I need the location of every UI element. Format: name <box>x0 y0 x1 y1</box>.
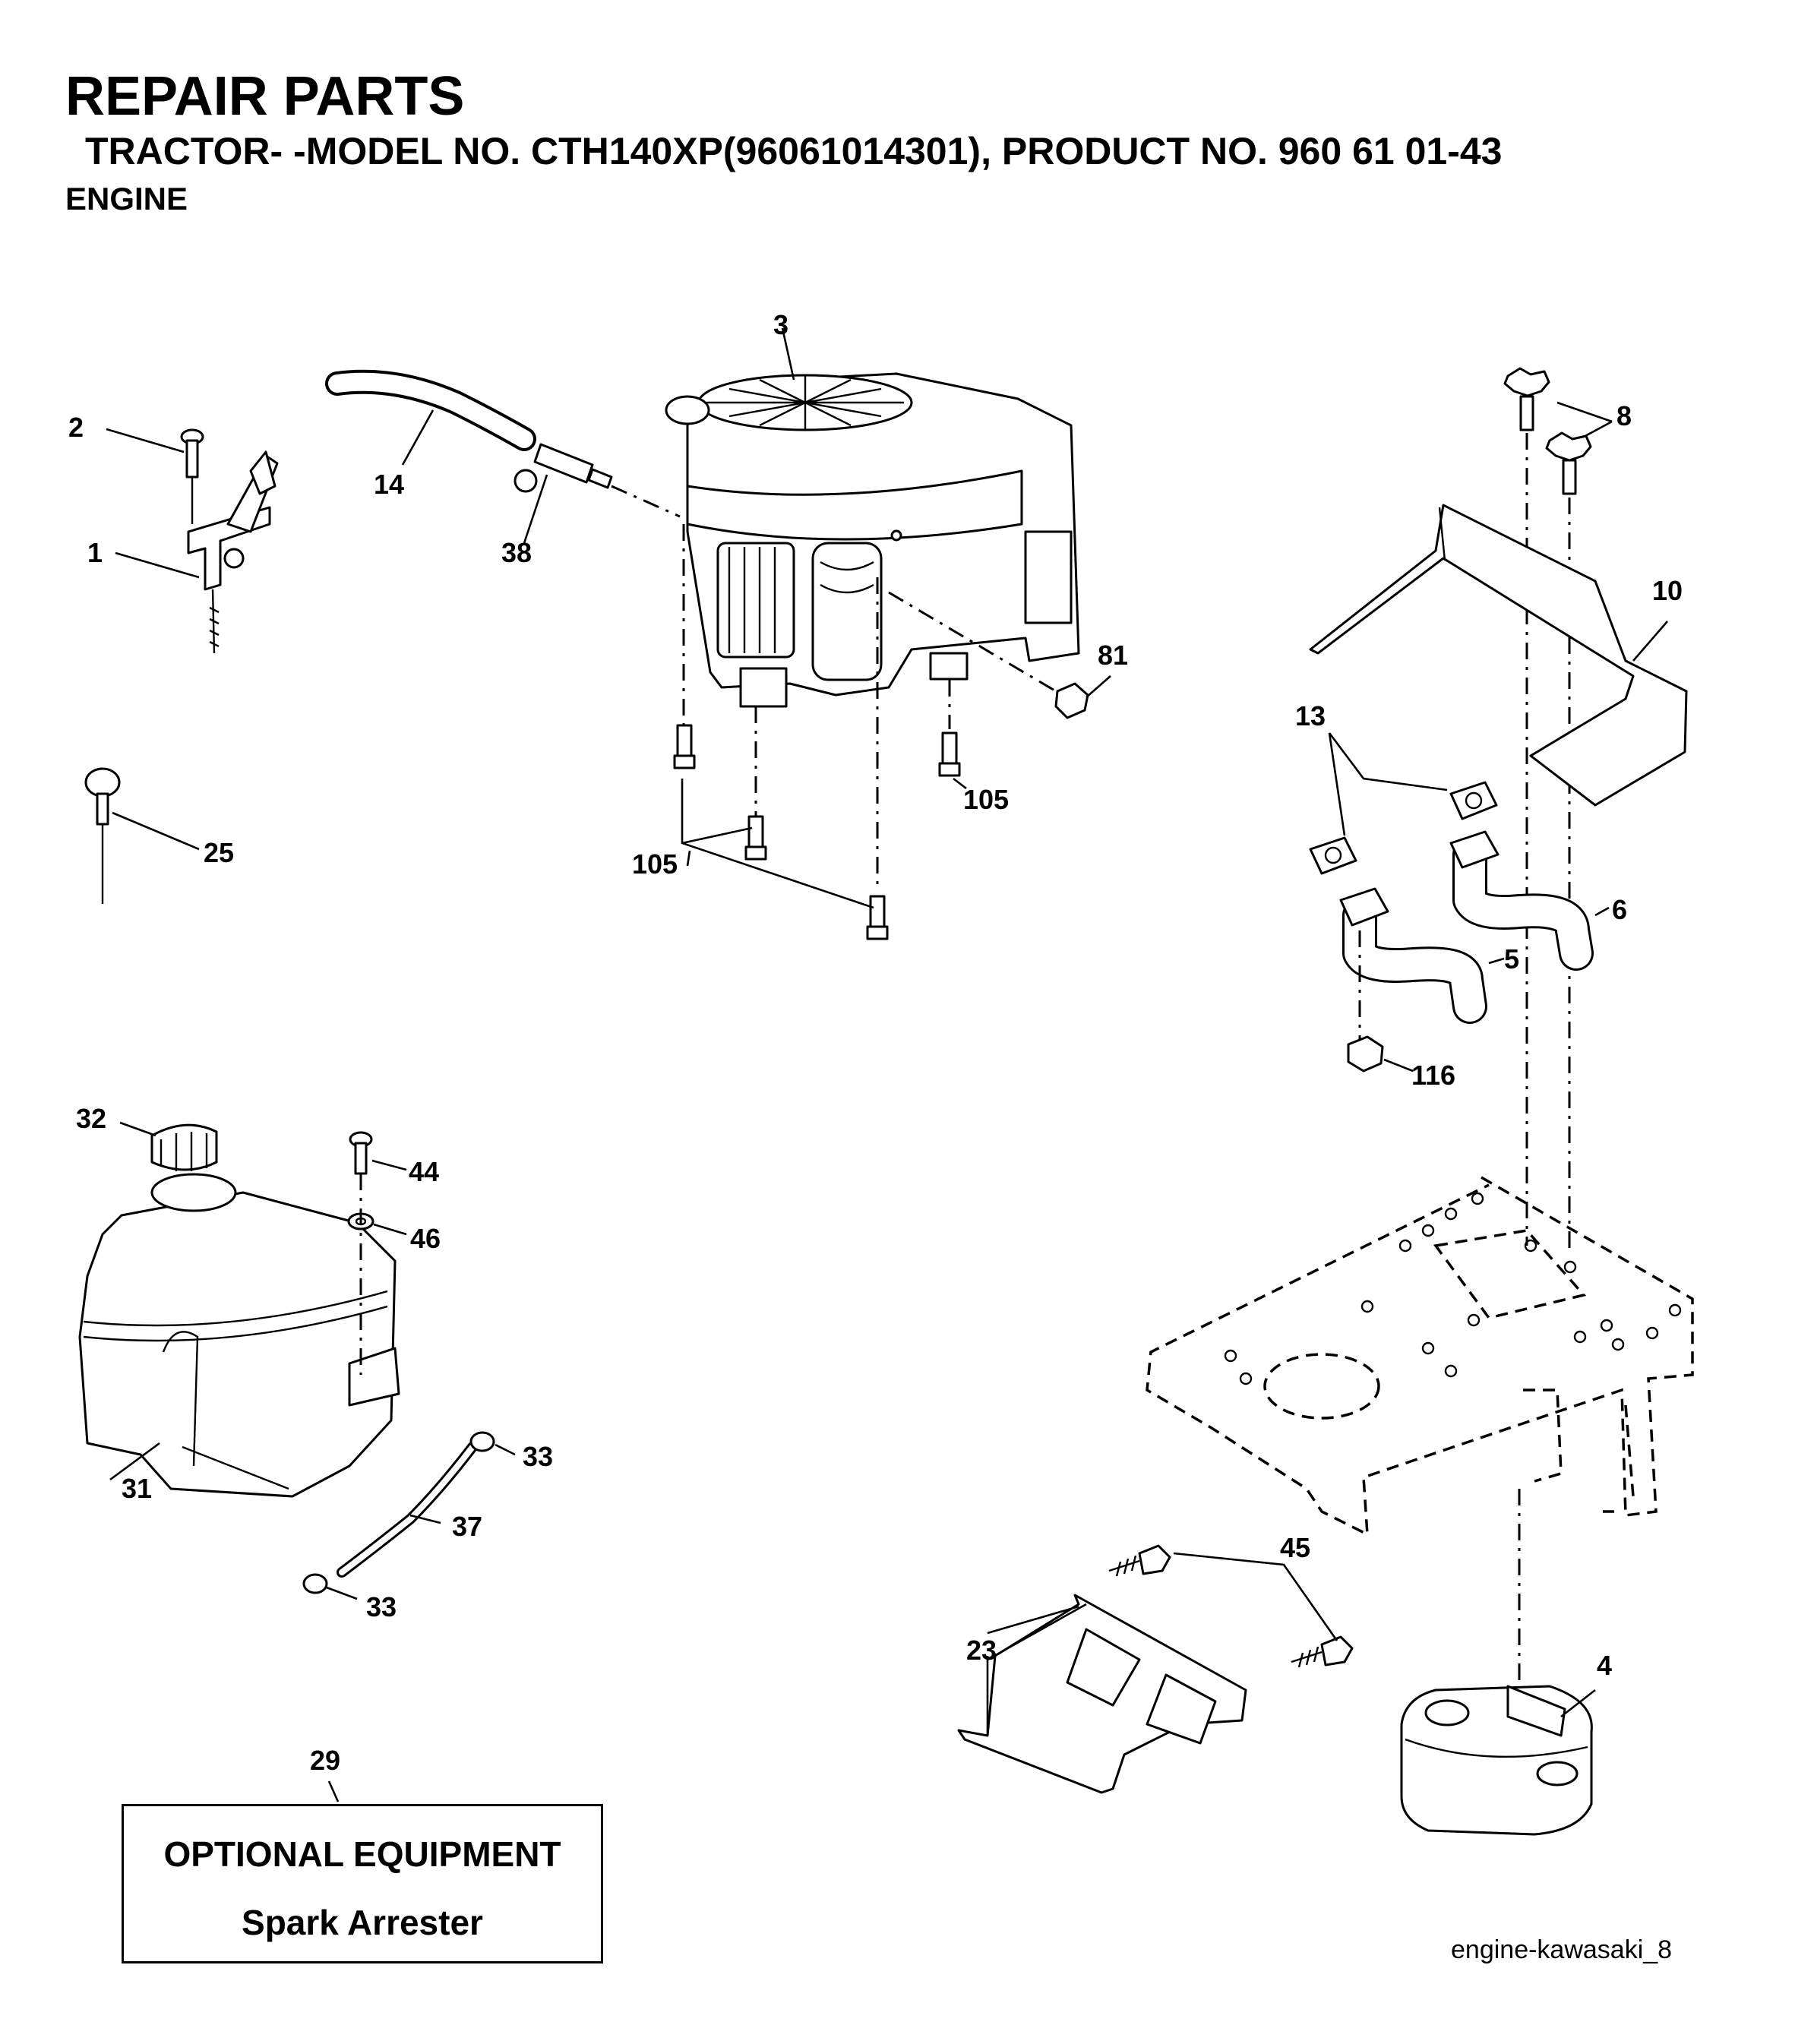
callout-14: 14 <box>374 469 404 500</box>
flywheel-grille <box>706 375 904 430</box>
bolt-icon <box>673 724 961 940</box>
callout-38: 38 <box>501 537 532 568</box>
fuel-cap-icon <box>150 1123 218 1171</box>
nut-icon <box>1054 682 1089 719</box>
heat-shield-icon <box>957 1594 1247 1794</box>
callout-46: 46 <box>410 1223 441 1254</box>
callout-32: 32 <box>76 1103 106 1134</box>
muffler-icon <box>1400 1685 1593 1836</box>
exhaust-pipe-icon <box>1339 830 1594 1024</box>
engine-mount-plate-icon <box>1146 1176 1694 1537</box>
callout-37: 37 <box>452 1511 482 1542</box>
nut-icon <box>1347 1035 1384 1073</box>
callout-29: 29 <box>310 1745 340 1776</box>
callout-44: 44 <box>409 1156 439 1187</box>
page-title: REPAIR PARTS <box>65 66 465 127</box>
optional-equipment-item: Spark Arrester <box>242 1903 483 1942</box>
callout-13: 13 <box>1295 700 1326 731</box>
callout-105b: 105 <box>632 848 678 880</box>
fuel-line-icon <box>337 1442 478 1578</box>
callout-2: 2 <box>68 412 84 443</box>
callout-23: 23 <box>966 1635 997 1666</box>
callout-4: 4 <box>1597 1650 1612 1681</box>
bolt-icon <box>1108 1544 1354 1668</box>
callout-105a: 105 <box>963 784 1009 815</box>
callout-5: 5 <box>1504 943 1519 975</box>
callout-31: 31 <box>122 1473 152 1504</box>
screw-icon <box>180 428 204 524</box>
callout-25: 25 <box>204 837 234 868</box>
optional-equipment-title: OPTIONAL EQUIPMENT <box>163 1834 561 1874</box>
screw-icon <box>1503 367 1592 495</box>
callout-3: 3 <box>773 309 788 340</box>
diagram-reference-code: engine-kawasaki_8 <box>1451 1935 1673 1964</box>
callout-10: 10 <box>1652 575 1683 606</box>
callout-81: 81 <box>1098 640 1128 671</box>
throttle-control-icon <box>187 450 279 654</box>
heat-shield-icon <box>1309 504 1688 807</box>
fuel-line-icon <box>325 369 536 451</box>
section-title: ENGINE <box>65 181 188 216</box>
optional-equipment-box: OPTIONAL EQUIPMENT Spark Arrester <box>122 1804 603 1963</box>
choke-knob-icon <box>84 767 121 904</box>
fuel-tank-icon <box>78 1173 400 1498</box>
callout-116: 116 <box>1411 1060 1455 1091</box>
gasket-icon <box>1309 781 1498 875</box>
screw-icon <box>349 1131 373 1175</box>
callout-8: 8 <box>1616 400 1632 431</box>
model-line: TRACTOR- -MODEL NO. CTH140XP(96061014301… <box>85 130 1503 172</box>
callout-33a: 33 <box>523 1441 553 1472</box>
fuel-filter-icon <box>514 443 613 493</box>
callout-45: 45 <box>1280 1532 1310 1563</box>
hose-clamp-icon <box>302 1431 495 1594</box>
mount-holes <box>1224 1192 1682 1385</box>
callout-6: 6 <box>1612 894 1627 925</box>
callout-labels: 3 2 14 38 1 8 10 81 13 105 25 105 6 5 11… <box>68 309 1683 1776</box>
callout-1: 1 <box>87 537 103 568</box>
engine-icon <box>665 372 1080 708</box>
callout-33b: 33 <box>366 1591 397 1622</box>
